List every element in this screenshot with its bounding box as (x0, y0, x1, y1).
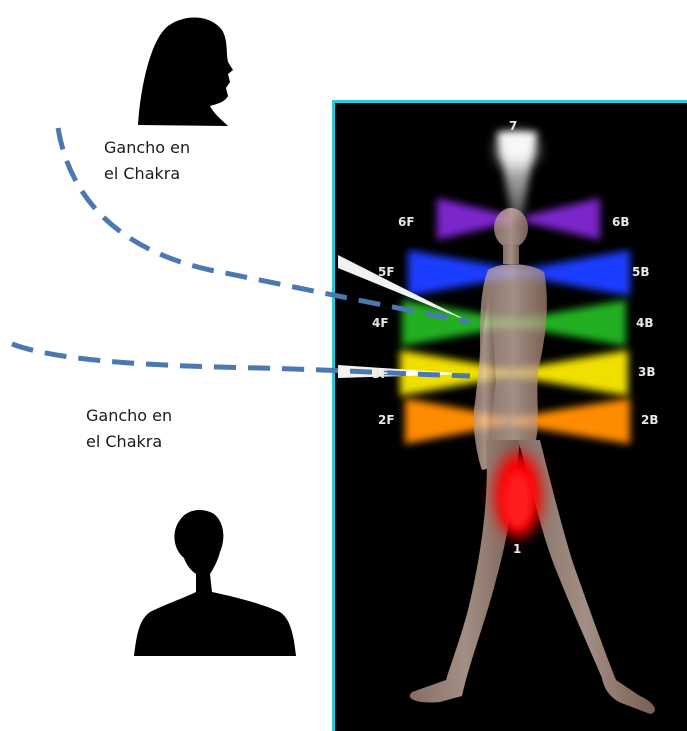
chakra-label-3b: 3B (638, 365, 656, 379)
chakra-label-2b: 2B (641, 413, 659, 427)
chakra-label-4f: 4F (372, 316, 389, 330)
chakra-label-6f: 6F (398, 215, 415, 229)
woman-silhouette-icon (138, 17, 233, 126)
chakra-label-3f: 3F (372, 367, 389, 381)
chakra-label-1: 1 (513, 542, 521, 556)
man-silhouette-icon (134, 510, 296, 656)
chakra-6-back-cone (525, 198, 600, 240)
chakra-7-glow (497, 134, 537, 166)
chakra-label-6b: 6B (612, 215, 630, 229)
chakra-label-4b: 4B (636, 316, 654, 330)
chakra-label-7: 7 (509, 119, 517, 133)
chakra-label-5b: 5B (632, 265, 650, 279)
chakra-1-core (504, 472, 532, 528)
chakra-label-2f: 2F (378, 413, 395, 427)
chakra-label-5f: 5F (378, 265, 395, 279)
